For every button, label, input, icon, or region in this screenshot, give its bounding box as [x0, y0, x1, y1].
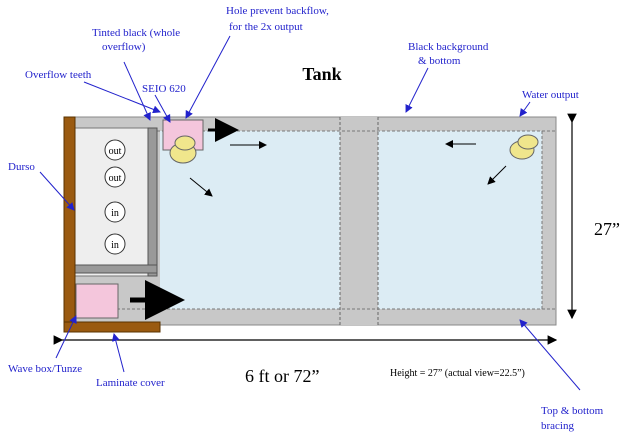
wave-box-label: Wave box/Tunze — [8, 363, 82, 375]
pipe-label: in — [111, 240, 119, 251]
overflow-teeth-label: Overflow teeth — [25, 69, 92, 81]
flow-arrow — [189, 177, 213, 197]
hole-prevent-label: for the 2x output — [229, 21, 303, 33]
flow-arrow — [487, 165, 507, 185]
pointer-line — [405, 67, 429, 113]
right-pump-icon — [509, 134, 539, 160]
laminate-bottom — [63, 321, 161, 333]
pointer-line — [154, 94, 171, 123]
black-background-label: & bottom — [418, 55, 461, 67]
tinted-black-label: overflow) — [102, 41, 146, 53]
bracing-label: bracing — [541, 420, 574, 432]
pointer-line — [185, 35, 231, 119]
overflow-bottom-tinted — [74, 264, 158, 274]
pointer-line — [111, 333, 125, 373]
pointer-line — [39, 171, 75, 211]
annotations: Tinted black (whole overflow) Hole preve… — [8, 5, 604, 432]
pipe-label: in — [111, 208, 119, 219]
pipe-label: out — [109, 173, 122, 184]
center-bracing — [340, 117, 378, 325]
hole-prevent-label: Hole prevent backflow, — [226, 5, 329, 17]
durso-pipes: out out in in — [104, 139, 126, 255]
seio-pump-icon — [169, 135, 197, 164]
page-title: Tank — [302, 64, 341, 84]
pipe-label: out — [109, 146, 122, 157]
pointer-line — [519, 101, 531, 117]
pointer-line — [83, 81, 161, 114]
black-background-label: Black background — [408, 41, 489, 53]
pipe-icon — [104, 233, 126, 255]
pointer-line — [55, 315, 77, 359]
pipe-icon — [104, 166, 126, 188]
pointer-line — [123, 61, 151, 121]
water-output-label: Water output — [522, 89, 579, 101]
bracing-label: Top & bottom — [541, 405, 604, 417]
flow-arrows — [130, 118, 507, 320]
height-note-label: Height = 27” (actual view=22.5”) — [390, 368, 525, 379]
laminate-left — [63, 116, 76, 333]
tinted-black-label: Tinted black (whole — [92, 27, 180, 39]
annotation-pointers — [39, 35, 581, 391]
durso-label: Durso — [8, 161, 35, 173]
seio-label: SEIO 620 — [142, 83, 186, 95]
wave-box — [75, 283, 119, 319]
pipe-icon — [104, 139, 126, 161]
overflow-wall-tinted — [147, 127, 158, 277]
height-dimension-label: 27” — [594, 219, 620, 239]
pointer-line — [519, 319, 581, 391]
laminate-cover-label: Laminate cover — [96, 377, 165, 389]
pipe-icon — [104, 201, 126, 223]
width-dimension-label: 6 ft or 72” — [245, 366, 319, 386]
